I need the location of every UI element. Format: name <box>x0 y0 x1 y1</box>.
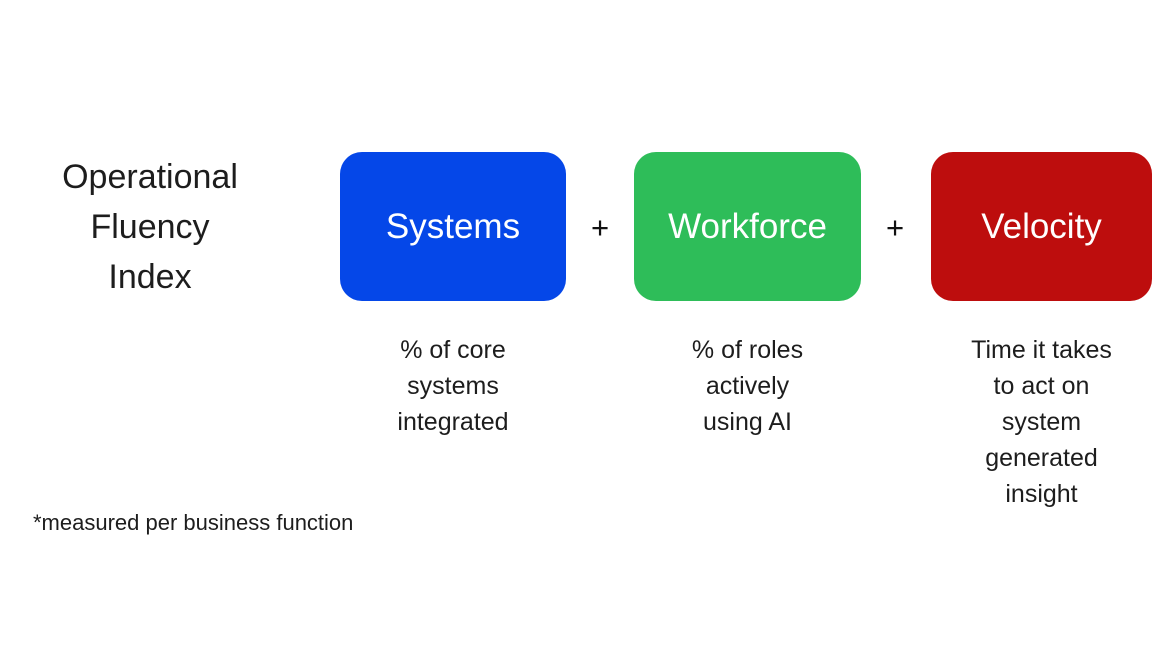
plus-operator-1: + <box>590 210 610 245</box>
velocity-box-label: Velocity <box>981 206 1102 246</box>
plus-operator-2: + <box>885 210 905 245</box>
footnote: *measured per business function <box>33 510 354 535</box>
workforce-box: Workforce <box>634 152 861 301</box>
page-title: Operational Fluency Index <box>62 158 238 296</box>
systems-description: % of core systems integrated <box>397 336 509 436</box>
velocity-box: Velocity <box>931 152 1152 301</box>
velocity-description: Time it takes to act on system generated… <box>971 336 1112 508</box>
systems-box-label: Systems <box>385 206 521 246</box>
workforce-box-label: Workforce <box>668 206 827 246</box>
workforce-description: % of roles actively using AI <box>691 336 804 436</box>
systems-box: Systems <box>340 152 566 301</box>
